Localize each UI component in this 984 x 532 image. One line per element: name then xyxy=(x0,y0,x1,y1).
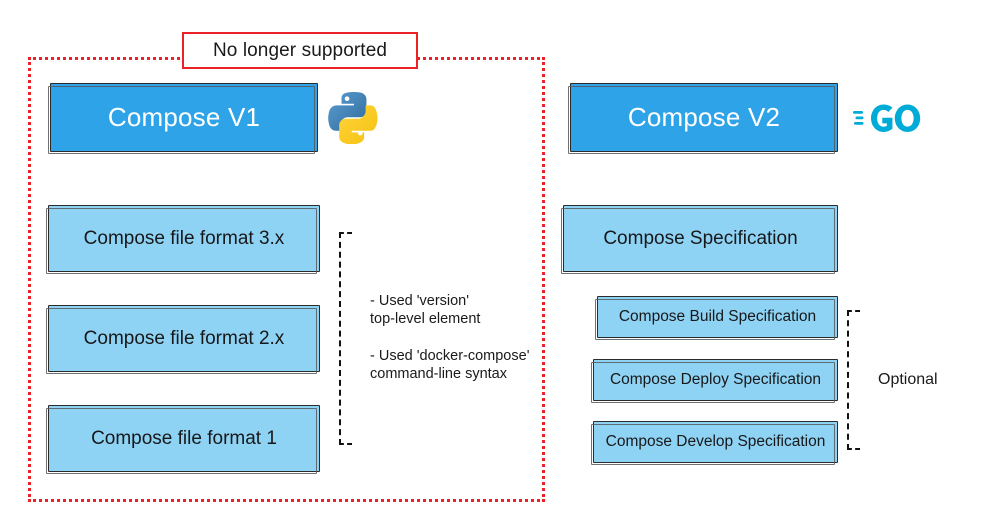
compose-deploy-specification-label: Compose Deploy Specification xyxy=(609,371,822,388)
compose-v2-header-box: Compose V2 xyxy=(568,83,838,154)
compose-specification-label: Compose Specification xyxy=(603,227,798,249)
optional-group-bracket xyxy=(847,310,860,450)
compose-file-format-3x-box: Compose file format 3.x xyxy=(46,205,320,274)
annotation-docker-compose-syntax: - Used 'docker-compose' command-line syn… xyxy=(370,348,530,382)
compose-develop-specification-label: Compose Develop Specification xyxy=(605,433,826,450)
compose-v1-header-box: Compose V1 xyxy=(48,83,318,154)
compose-deploy-specification-box: Compose Deploy Specification xyxy=(591,359,838,403)
compose-develop-specification-box: Compose Develop Specification xyxy=(591,421,838,465)
compose-file-format-2x-box: Compose file format 2.x xyxy=(46,305,320,374)
compose-build-specification-box: Compose Build Specification xyxy=(595,296,838,340)
compose-file-format-1-label: Compose file format 1 xyxy=(91,427,277,449)
deprecated-region-label: No longer supported xyxy=(182,32,418,69)
python-logo xyxy=(328,88,380,145)
compose-specification-box: Compose Specification xyxy=(561,205,838,274)
compose-file-format-3x-label: Compose file format 3.x xyxy=(83,227,285,249)
compose-file-format-2x-label: Compose file format 2.x xyxy=(83,327,285,349)
compose-v2-header-label: Compose V2 xyxy=(627,102,781,132)
compose-build-specification-label: Compose Build Specification xyxy=(618,308,817,325)
optional-label: Optional xyxy=(878,371,938,388)
left-group-bracket xyxy=(339,232,352,445)
annotation-version-element: - Used 'version' top-level element xyxy=(370,293,481,327)
compose-file-format-1-box: Compose file format 1 xyxy=(46,405,320,474)
go-logo xyxy=(853,98,921,140)
compose-v1-header-label: Compose V1 xyxy=(107,102,261,132)
